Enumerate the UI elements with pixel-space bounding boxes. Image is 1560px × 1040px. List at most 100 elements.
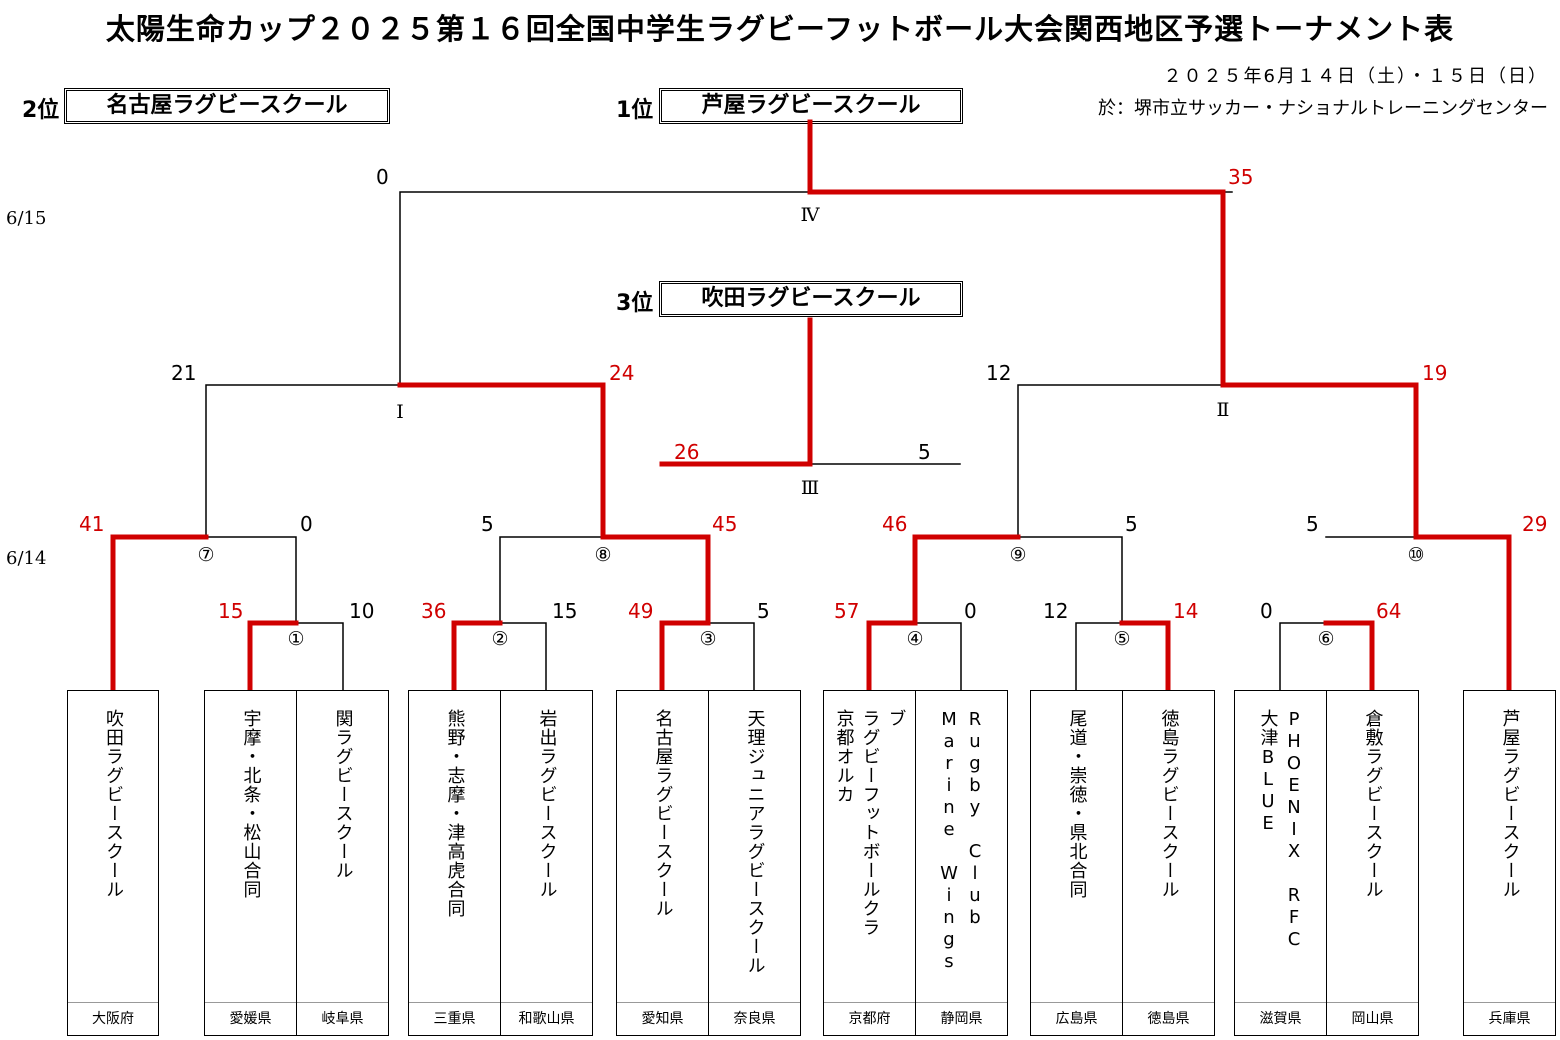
rank-1-label: 1位 [616, 98, 654, 123]
score: 5 [1125, 512, 1138, 536]
score: 29 [1522, 512, 1548, 536]
team-box: 天理ジュニアラグビースクール 奈良県 [708, 690, 801, 1036]
team-box: 熊野・志摩・津高虎合同 三重県 [408, 690, 501, 1036]
match-number: ⑨ [1009, 544, 1027, 566]
rank-3-label: 3位 [616, 291, 654, 316]
bracket-line-thin [1279, 622, 1327, 691]
score: 46 [882, 512, 908, 536]
bracket-line-winner [866, 620, 918, 693]
team-prefecture: 京都府 [824, 1002, 915, 1035]
team-prefecture: 静岡県 [916, 1002, 1007, 1035]
bracket-line-thin [1017, 384, 1224, 538]
match-number: ④ [906, 628, 924, 650]
team-prefecture: 和歌山県 [501, 1002, 592, 1035]
bracket-line-winner [807, 119, 1226, 388]
team-name: 岩出ラグビースクール [536, 709, 558, 899]
match-number: ⑦ [197, 544, 215, 566]
score: 12 [986, 361, 1012, 385]
score: 5 [1306, 512, 1319, 536]
event-date: ２０２５年6月１４日（土）・１５日（日） [1163, 66, 1548, 87]
team-box: 大津BLUE PHOENIX RFC 滋賀県 [1234, 690, 1327, 1036]
score: 0 [964, 599, 977, 623]
event-venue: 於：堺市立サッカー・ナショナルトレーニングセンター [1098, 98, 1548, 119]
team-box: 芦屋ラグビースクール 兵庫県 [1463, 690, 1556, 1036]
team-box: 名古屋ラグビースクール 愛知県 [616, 690, 709, 1036]
score: 15 [218, 599, 244, 623]
team-prefecture: 大阪府 [68, 1002, 158, 1035]
team-box: Marine Wings Rugby Club 静岡県 [915, 690, 1008, 1036]
team-box: 関ラグビースクール 岐阜県 [296, 690, 389, 1036]
team-prefecture: 徳島県 [1123, 1002, 1214, 1035]
team-prefecture: 岐阜県 [297, 1002, 388, 1035]
bracket-line-winner [1323, 620, 1375, 693]
score: 57 [834, 599, 860, 623]
score: 41 [79, 512, 105, 536]
bracket-line-winner [247, 620, 299, 693]
match-number: ⑧ [594, 544, 612, 566]
team-prefecture: 滋賀県 [1235, 1002, 1326, 1035]
match-number: Ⅳ [800, 204, 820, 226]
team-box: 岩出ラグビースクール 和歌山県 [500, 690, 593, 1036]
match-number: ⑤ [1113, 628, 1131, 650]
score: 21 [171, 361, 197, 385]
score: 5 [481, 512, 494, 536]
team-name: 宇摩・北条・松山合同 [240, 709, 262, 899]
bracket-line-winner [110, 534, 209, 693]
team-name: 吹田ラグビースクール [103, 709, 124, 899]
score: 0 [300, 512, 313, 536]
team-name: 倉敷ラグビースクール [1362, 709, 1384, 899]
bracket-line-thin [499, 622, 547, 691]
match-number: ② [491, 628, 509, 650]
bracket-line-winner [397, 382, 606, 540]
bracket-line-thin [1017, 536, 1123, 624]
score: 64 [1376, 599, 1402, 623]
team-box: 吹田ラグビースクール 大阪府 [67, 690, 159, 1036]
rank-2-label: 2位 [22, 98, 60, 123]
bracket-line-thin [399, 191, 811, 386]
team-name: 天理ジュニアラグビースクール [744, 709, 766, 975]
score: 35 [1228, 165, 1254, 189]
team-box: 倉敷ラグビースクール 岡山県 [1326, 690, 1419, 1036]
bracket-line-winner [659, 620, 711, 693]
match-number: ③ [699, 628, 717, 650]
team-name: ラグビーフットボールクラ [859, 709, 881, 937]
team-name: 大津BLUE [1257, 709, 1279, 835]
score: 24 [609, 361, 635, 385]
day-label-second: 6/15 [6, 208, 47, 229]
bracket-line-winner [600, 534, 711, 626]
rank-3-team: 吹田ラグビースクール [659, 281, 963, 317]
team-name: 関ラグビースクール [332, 709, 354, 880]
team-box: 宇摩・北条・松山合同 愛媛県 [204, 690, 297, 1036]
match-number: ① [287, 628, 305, 650]
team-prefecture: 岡山県 [1327, 1002, 1418, 1035]
bracket-line-winner [451, 620, 503, 693]
bracket-line-thin [205, 536, 297, 624]
score: 0 [1260, 599, 1273, 623]
team-name: ブ [885, 709, 907, 728]
team-prefecture: 広島県 [1031, 1002, 1122, 1035]
page-title: 太陽生命カップ２０２５第１６回全国中学生ラグビーフットボール大会関西地区予選トー… [105, 12, 1455, 46]
bracket-line-thin [205, 384, 401, 538]
bracket-line-thin [1075, 622, 1123, 691]
score: 15 [552, 599, 578, 623]
team-prefecture: 愛媛県 [205, 1002, 296, 1035]
score: 5 [757, 599, 770, 623]
day-label-first: 6/14 [6, 548, 47, 569]
bracket-line-winner [659, 317, 813, 467]
bracket-line-winner [1119, 620, 1171, 693]
team-name: PHOENIX RFC [1283, 709, 1305, 951]
score: 0 [376, 165, 389, 189]
match-number: Ⅱ [1216, 399, 1230, 421]
bracket-line-winner [1413, 534, 1512, 693]
score: 5 [918, 440, 931, 464]
score: 12 [1043, 599, 1069, 623]
match-number: Ⅰ [396, 401, 404, 423]
bracket-line-thin [707, 622, 755, 691]
bracket-line-thin [914, 622, 962, 691]
bracket-line-thin [499, 536, 604, 624]
team-box: 尾道・崇徳・県北合同 広島県 [1030, 690, 1123, 1036]
team-prefecture: 兵庫県 [1464, 1002, 1555, 1035]
rank-2-team: 名古屋ラグビースクール [64, 88, 390, 124]
team-name: 京都オルカ [833, 709, 855, 804]
